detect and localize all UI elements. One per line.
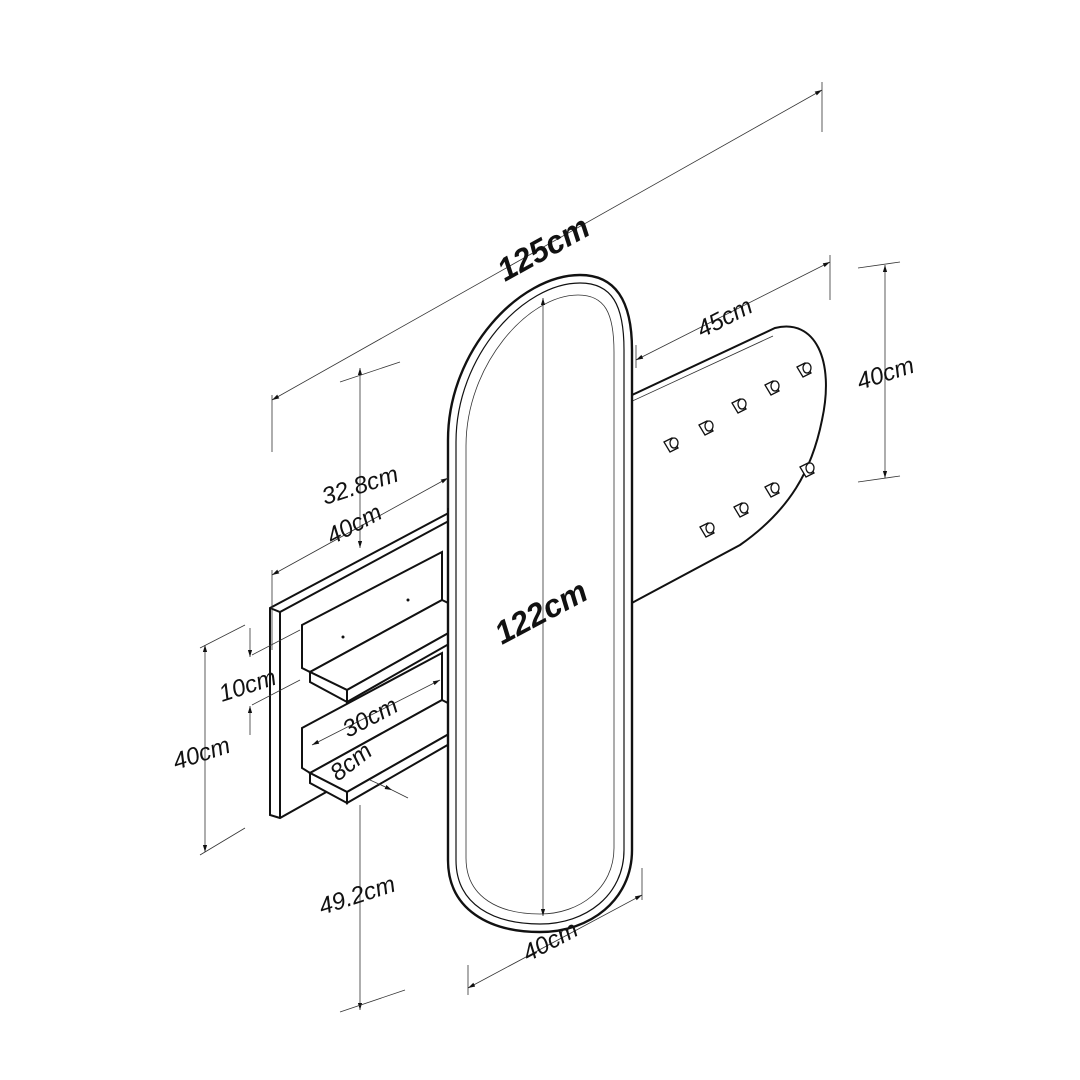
hook bbox=[699, 522, 715, 538]
hook bbox=[733, 502, 749, 518]
hook-panel bbox=[599, 325, 827, 622]
dimension-lines bbox=[199, 82, 901, 1013]
hook bbox=[663, 437, 679, 453]
label-hook-panel-height: 40cm bbox=[854, 352, 918, 396]
label-shelf-panel-height: 40cm bbox=[170, 732, 234, 776]
hook bbox=[764, 482, 780, 498]
shelf-panel bbox=[269, 506, 480, 820]
hook bbox=[799, 462, 815, 478]
hook bbox=[731, 398, 747, 414]
hook bbox=[698, 420, 714, 436]
label-shelf-bottom-offset: 49.2cm bbox=[316, 871, 399, 921]
label-hook-panel-width: 45cm bbox=[692, 293, 757, 344]
